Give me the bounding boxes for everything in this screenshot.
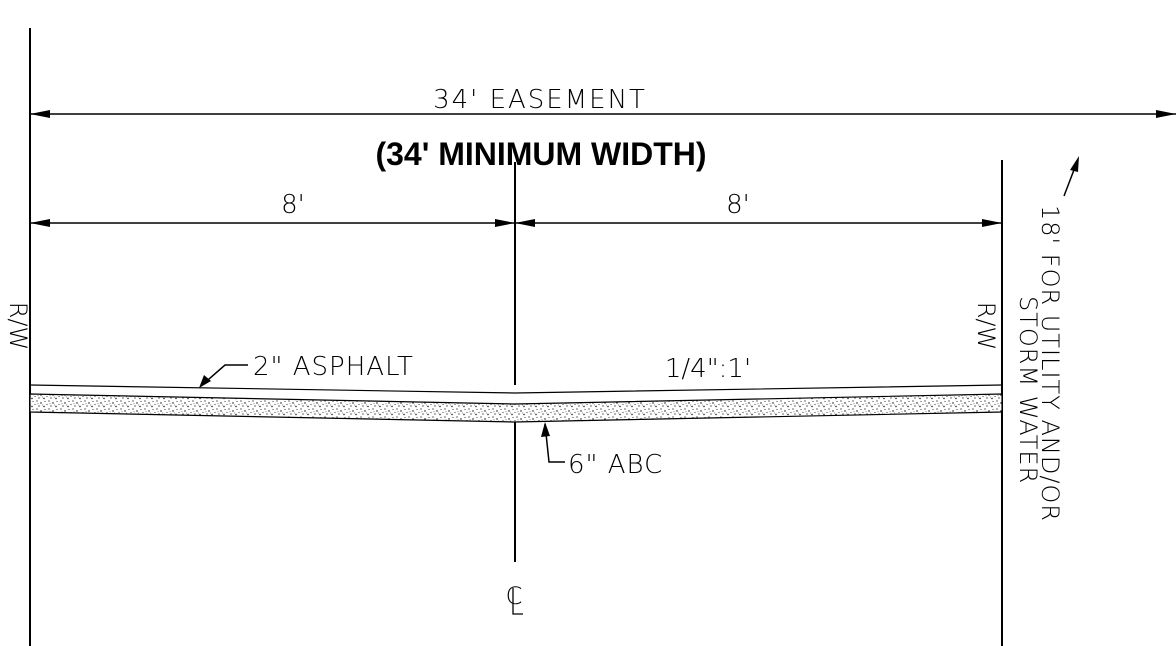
left-dim-arrow-a — [30, 219, 50, 227]
easement-arrow-right — [1156, 110, 1176, 118]
asphalt-leader-arrow — [199, 375, 211, 388]
centerline-symbol: C — [506, 582, 523, 615]
abc-label: 6" ABC — [568, 450, 663, 480]
side-note-line1: 18' FOR UTILITY AND/OR — [1036, 205, 1064, 522]
abc-leader-line — [544, 423, 565, 463]
side-note-line2: STORM WATER — [1014, 296, 1042, 484]
rw-left-label: R/W — [4, 302, 32, 351]
abc-base-course — [29, 393, 1003, 423]
abc-leader-arrow — [541, 422, 550, 437]
minimum-width-label: (34' MINIMUM WIDTH) — [375, 136, 706, 172]
left-dimension-label: 8' — [281, 190, 305, 220]
asphalt-leader-line — [200, 364, 248, 387]
slope-label: 1/4":1' — [665, 354, 751, 384]
right-dim-arrow-b — [982, 219, 1002, 227]
left-dim-arrow-b — [495, 219, 515, 227]
right-dim-arrow-a — [515, 219, 535, 227]
asphalt-top-line — [29, 384, 1003, 394]
asphalt-label: 2" ASPHALT — [253, 352, 414, 382]
right-dimension-label: 8' — [726, 190, 750, 220]
svg-text:C: C — [506, 582, 523, 610]
easement-arrow-left — [30, 110, 50, 118]
easement-label: 34' EASEMENT — [433, 85, 647, 115]
rw-right-label: R/W — [972, 302, 1000, 351]
side-note-arrow — [1070, 156, 1079, 172]
